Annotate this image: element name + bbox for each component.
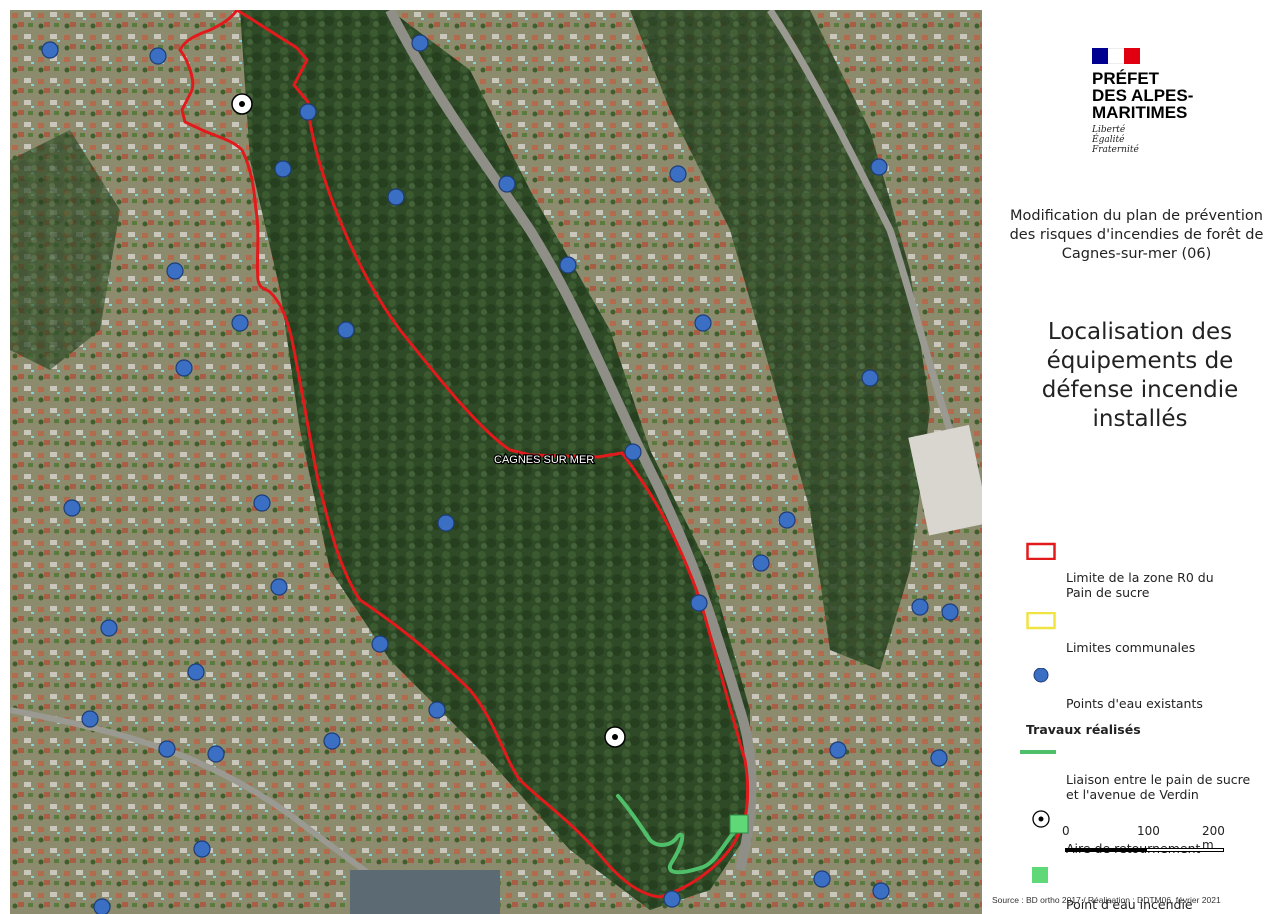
water-point[interactable]: [149, 47, 167, 65]
legend-label: Liaison entre le pain de sucre et l'aven…: [1066, 772, 1251, 802]
main-road: [385, 10, 757, 872]
water-point[interactable]: [93, 898, 111, 914]
water-point[interactable]: [323, 732, 341, 750]
legend-item-zone-limit: Limite de la zone R0 du Pain de sucre: [1026, 540, 1281, 600]
water-point[interactable]: [813, 870, 831, 888]
side-panel: PRÉFET DES ALPES- MARITIMES Liberté Égal…: [982, 0, 1285, 914]
water-point[interactable]: [63, 499, 81, 517]
water-point[interactable]: [872, 882, 890, 900]
forest-area: [630, 10, 930, 670]
turnaround-area[interactable]: [604, 726, 626, 748]
scale-segment-white: [1146, 848, 1224, 852]
legend-item-works-line: Liaison entre le pain de sucre et l'aven…: [1020, 742, 1281, 802]
prefecture-name: PRÉFET DES ALPES- MARITIMES: [1092, 69, 1194, 122]
water-point[interactable]: [41, 41, 59, 59]
water-point[interactable]: [694, 314, 712, 332]
motto-liberte: Liberté: [1092, 125, 1126, 135]
water-point[interactable]: [337, 321, 355, 339]
red-outline-rect-icon: [1026, 542, 1056, 560]
water-point[interactable]: [231, 314, 249, 332]
water-point[interactable]: [299, 103, 317, 121]
water-point[interactable]: [193, 840, 211, 858]
marianne-flag-icon: [1092, 48, 1140, 64]
water-point[interactable]: [941, 603, 959, 621]
water-point[interactable]: [559, 256, 577, 274]
legend-item-commune-limit: Limites communales: [1026, 610, 1281, 655]
forest-area: [240, 10, 750, 910]
water-point[interactable]: [829, 741, 847, 759]
water-point[interactable]: [437, 514, 455, 532]
legend-item-water-points: Points d'eau existants: [1026, 666, 1281, 711]
water-point[interactable]: [270, 578, 288, 596]
map-title: Localisation des équipements de défense …: [1041, 319, 1239, 432]
water-point[interactable]: [81, 710, 99, 728]
zone-r0-limit: [178, 10, 750, 899]
road: [767, 10, 954, 432]
legend: Limite de la zone R0 du Pain de sucre Li…: [1020, 540, 1281, 912]
water-point[interactable]: [274, 160, 292, 178]
green-line-icon: [1020, 750, 1056, 754]
water-point[interactable]: [428, 701, 446, 719]
water-point[interactable]: [669, 165, 687, 183]
water-point[interactable]: [207, 745, 225, 763]
motto: Liberté Égalité Fraternité: [1092, 125, 1193, 155]
water-point[interactable]: [911, 598, 929, 616]
map-subtitle: Modification du plan de prévention des r…: [1009, 208, 1264, 262]
water-point[interactable]: [387, 188, 405, 206]
scale-label-200: 200 m: [1202, 824, 1225, 852]
motto-egalite: Égalité: [1092, 135, 1125, 145]
water-point[interactable]: [663, 890, 681, 908]
water-point[interactable]: [411, 34, 429, 52]
place-label: CAGNES SUR MER: [494, 454, 594, 466]
target-circle-icon: [1032, 810, 1050, 828]
water-point[interactable]: [253, 494, 271, 512]
fire-water-point[interactable]: [729, 814, 749, 834]
map-canvas: CAGNES SUR MER: [10, 10, 982, 914]
water-point[interactable]: [861, 369, 879, 387]
legend-label: Limites communales: [1066, 640, 1196, 655]
legend-label: Limite de la zone R0 du Pain de sucre: [1066, 570, 1214, 600]
water-point[interactable]: [158, 740, 176, 758]
stadium: [908, 424, 982, 536]
scale-bar: 0 100 200 m: [1062, 824, 1230, 864]
turnaround-area[interactable]: [231, 93, 253, 115]
legend-section-title: Travaux réalisés: [1026, 722, 1141, 737]
legend-label: Point d'eau incendie: [1066, 897, 1193, 912]
motto-fraternite: Fraternité: [1092, 145, 1139, 155]
prefecture-logo: PRÉFET DES ALPES- MARITIMES Liberté Égal…: [1092, 48, 1193, 155]
scale-segment-black: [1065, 848, 1147, 852]
legend-item-fire-water-point: Point d'eau incendie: [1026, 867, 1281, 912]
water-point[interactable]: [690, 594, 708, 612]
water-point[interactable]: [930, 749, 948, 767]
water-point[interactable]: [498, 175, 516, 193]
forest-area: [10, 130, 120, 370]
green-square-icon: [1032, 867, 1048, 883]
water-point[interactable]: [778, 511, 796, 529]
source-credit: Source : BD ortho 2017 / Réalisation : D…: [992, 895, 1221, 905]
aerial-map[interactable]: CAGNES SUR MER: [10, 10, 982, 914]
water-point[interactable]: [175, 359, 193, 377]
blue-circle-icon: [1033, 668, 1049, 683]
scale-label-100: 100: [1137, 824, 1160, 838]
legend-label: Points d'eau existants: [1066, 696, 1203, 711]
works-line: [616, 794, 742, 875]
building-roof: [350, 870, 500, 914]
water-point[interactable]: [752, 554, 770, 572]
yellow-outline-rect-icon: [1026, 612, 1056, 630]
water-point[interactable]: [870, 158, 888, 176]
water-point[interactable]: [371, 635, 389, 653]
water-point[interactable]: [187, 663, 205, 681]
water-point[interactable]: [166, 262, 184, 280]
water-point[interactable]: [624, 443, 642, 461]
water-point[interactable]: [100, 619, 118, 637]
scale-label-0: 0: [1062, 824, 1070, 838]
